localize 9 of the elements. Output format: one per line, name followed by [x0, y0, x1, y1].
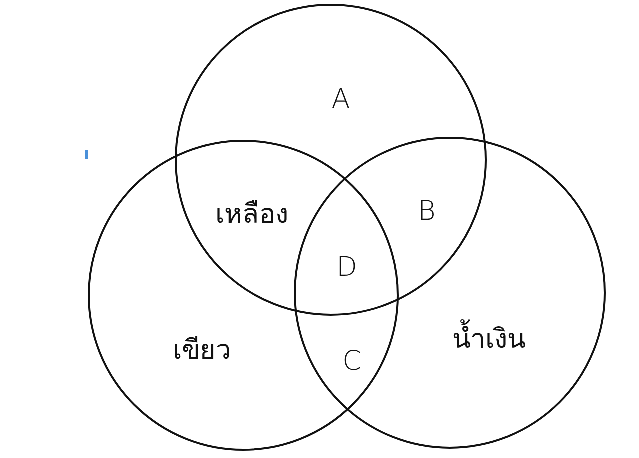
region-label: A: [332, 84, 350, 116]
region-label: เหลือง: [216, 198, 288, 232]
venn-circle: [175, 4, 487, 316]
region-label: เขียว: [173, 334, 231, 368]
venn-circle: [88, 140, 399, 450]
venn-circle: [294, 137, 606, 449]
region-label: D: [336, 252, 358, 284]
region-label: B: [418, 196, 436, 228]
region-label: C: [342, 346, 362, 378]
